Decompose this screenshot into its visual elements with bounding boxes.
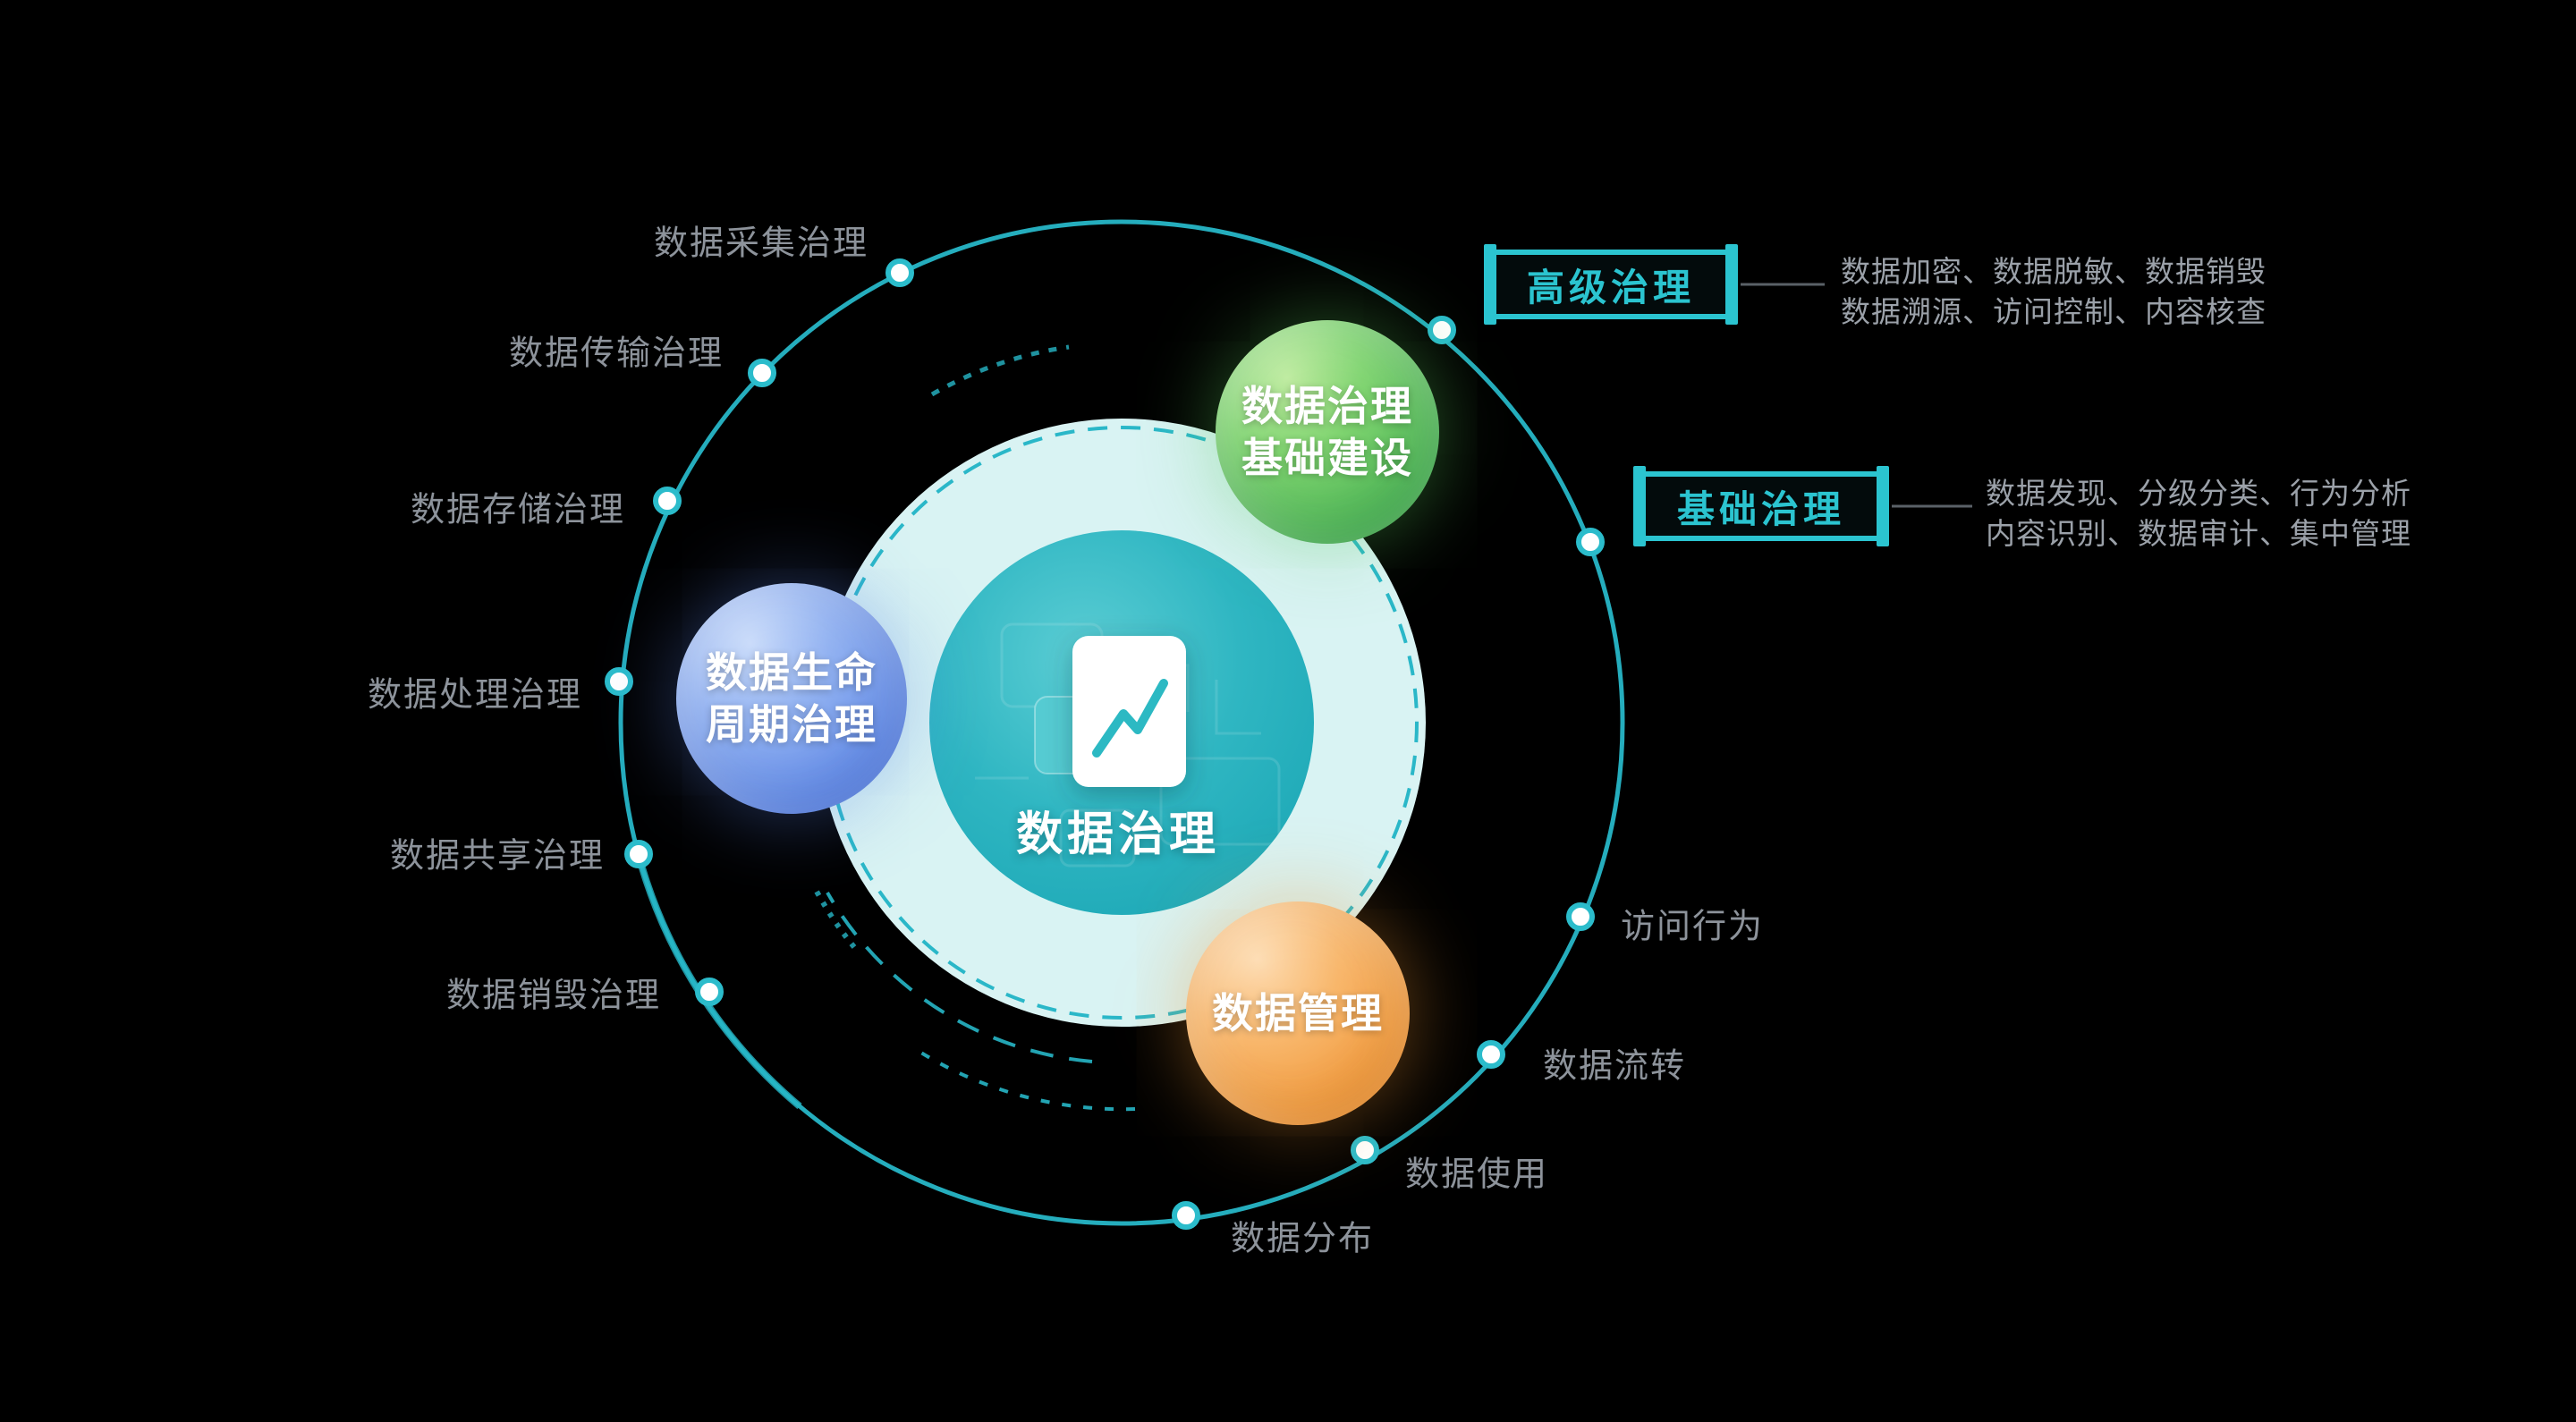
satellite-infrastructure: 数据治理 基础建设 bbox=[1216, 320, 1439, 544]
orbit-ring-accent-arc bbox=[634, 851, 802, 1110]
decor-dashed-arc bbox=[930, 344, 1070, 397]
decor-dashed-arc bbox=[826, 892, 1093, 1063]
orbit-label-data-collection: 数据采集治理 bbox=[653, 224, 869, 263]
satellite-label-line: 数据治理 bbox=[1241, 383, 1413, 429]
orbit-node bbox=[653, 487, 682, 515]
satellite-management: 数据管理 bbox=[1186, 901, 1410, 1125]
orbit-node bbox=[695, 978, 724, 1006]
chart-line-icon bbox=[1092, 679, 1168, 758]
orbit-node bbox=[1566, 902, 1595, 931]
callout-advanced-governance: 高级治理 bbox=[1484, 244, 1738, 325]
orbit-node bbox=[605, 667, 633, 696]
callout-title: 高级治理 bbox=[1526, 266, 1695, 309]
orbit-label-data-destruction: 数据销毁治理 bbox=[445, 977, 662, 1015]
orbit-node bbox=[1172, 1201, 1200, 1230]
orbit-node bbox=[1477, 1040, 1505, 1069]
orbit-label-data-usage: 数据使用 bbox=[1404, 1155, 1549, 1194]
callout-desc-line: 内容识别、数据审计、集中管理 bbox=[1986, 517, 2411, 550]
orbit-node bbox=[1428, 316, 1456, 344]
orbit-label-data-storage: 数据存储治理 bbox=[410, 491, 626, 529]
orbit-node bbox=[886, 258, 914, 287]
data-governance-icon bbox=[1034, 636, 1186, 787]
callout-desc-line: 数据加密、数据脱敏、数据销毁 bbox=[1841, 255, 2267, 288]
orbit-label-access-behavior: 访问行为 bbox=[1620, 908, 1765, 946]
orbit-label-data-sharing: 数据共享治理 bbox=[389, 837, 606, 876]
orbit-nodes bbox=[605, 258, 1605, 1230]
callout-title: 基础治理 bbox=[1676, 487, 1845, 530]
orbit-node bbox=[1351, 1136, 1379, 1164]
callout-basic-governance: 基础治理 bbox=[1633, 466, 1889, 546]
satellite-label-line: 周期治理 bbox=[706, 701, 877, 748]
orbit-node bbox=[1576, 528, 1605, 556]
orbit-label-data-processing: 数据处理治理 bbox=[367, 676, 583, 715]
orbit-label-data-flow: 数据流转 bbox=[1542, 1047, 1687, 1086]
orbit-node bbox=[748, 359, 776, 387]
satellite-label-line: 基础建设 bbox=[1241, 435, 1413, 481]
document-icon bbox=[1072, 636, 1186, 787]
callout-desc-line: 数据溯源、访问控制、内容核查 bbox=[1841, 295, 2267, 328]
decor-dashed-arc bbox=[915, 1048, 1136, 1112]
satellite-label-line: 数据管理 bbox=[1212, 990, 1384, 1037]
orbit-label-data-distribution: 数据分布 bbox=[1230, 1220, 1375, 1258]
callout-advanced-desc: 数据加密、数据脱敏、数据销毁 数据溯源、访问控制、内容核查 bbox=[1841, 251, 2267, 332]
callout-desc-line: 数据发现、分级分类、行为分析 bbox=[1986, 477, 2411, 510]
orbit-ring bbox=[618, 219, 1625, 1226]
orbit-label-data-transmission: 数据传输治理 bbox=[508, 334, 724, 373]
callout-basic-desc: 数据发现、分级分类、行为分析 内容识别、数据审计、集中管理 bbox=[1986, 473, 2411, 554]
satellite-label-line: 数据生命 bbox=[706, 649, 877, 696]
decor-dashed-arc bbox=[811, 885, 857, 949]
satellite-lifecycle: 数据生命 周期治理 bbox=[676, 583, 907, 814]
orbit-node bbox=[624, 840, 653, 868]
center-label: 数据治理 bbox=[1015, 808, 1221, 861]
